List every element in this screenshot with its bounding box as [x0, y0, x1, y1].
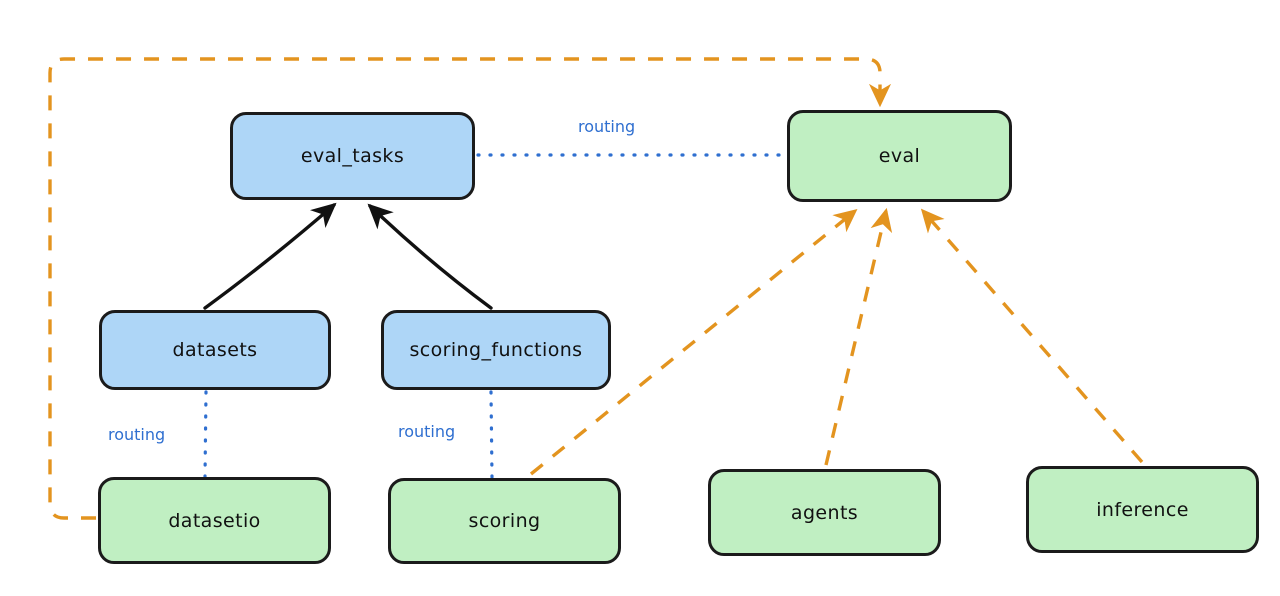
node-label: datasets	[172, 339, 258, 361]
node-label: scoring	[468, 510, 541, 532]
node-inference[interactable]: inference	[1026, 466, 1259, 553]
edge-agents-to-eval	[824, 207, 893, 466]
edge-datasetio-to-eval	[48, 57, 892, 520]
node-label: datasetio	[168, 509, 261, 532]
node-label: eval_tasks	[300, 145, 405, 167]
node-scoring-functions[interactable]: scoring_functions	[381, 310, 611, 390]
edge-scoring-functions-to-scoring	[489, 390, 494, 479]
edge-datasets-to-eval-tasks	[203, 202, 337, 310]
node-label: scoring_functions	[409, 339, 583, 361]
node-scoring[interactable]: scoring	[388, 478, 621, 564]
node-datasetio[interactable]: datasetio	[98, 477, 331, 564]
edge-label-routing-scoring-functions-scoring: routing	[398, 422, 456, 441]
node-eval-tasks[interactable]: eval_tasks	[230, 112, 475, 200]
edge-scoring-functions-to-eval-tasks	[367, 203, 493, 310]
node-datasets[interactable]: datasets	[99, 310, 331, 390]
node-label: agents	[790, 501, 859, 524]
edge-inference-to-eval	[920, 208, 1144, 464]
edge-label-routing-eval-tasks-eval: routing	[578, 117, 636, 136]
edge-datasets-to-datasetio	[203, 390, 208, 479]
node-agents[interactable]: agents	[708, 469, 941, 556]
edge-scoring-to-eval	[529, 208, 858, 476]
node-label: eval	[878, 145, 921, 167]
node-label: inference	[1096, 498, 1189, 521]
edge-label-routing-datasets-datasetio: routing	[108, 425, 166, 444]
node-eval[interactable]: eval	[787, 110, 1012, 202]
